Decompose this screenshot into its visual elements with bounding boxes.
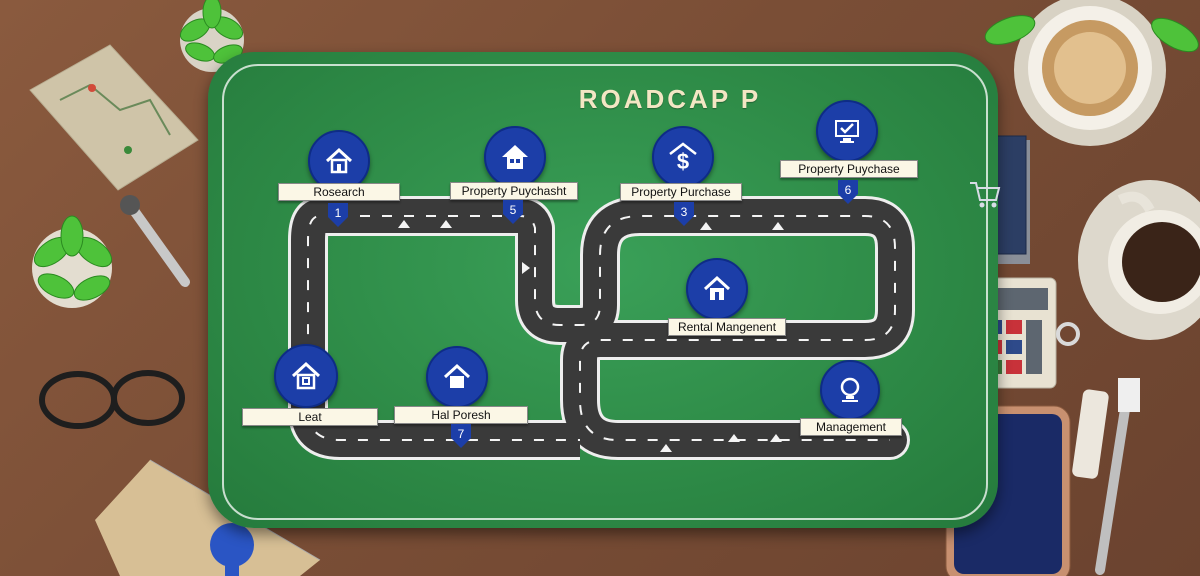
map-card: [29, 44, 199, 191]
svg-text:$: $: [677, 149, 689, 173]
milestone-research-circle[interactable]: [308, 130, 370, 192]
house-icon: [291, 361, 321, 390]
milestone-rental-circle[interactable]: [686, 258, 748, 320]
milestone-purchase-c-label: Property Puychase: [780, 160, 918, 178]
milestone-leat-label: Leat: [242, 408, 378, 426]
coffee-cup-top: [1014, 0, 1166, 146]
milestone-purchase-a-pin: 5: [503, 200, 523, 229]
plant-top-left: [179, 0, 244, 72]
milestone-research-label: Rosearch: [278, 183, 400, 201]
milestone-purchase-a-circle[interactable]: [484, 126, 546, 188]
plant-top-right: [984, 15, 1199, 53]
monitor-check-icon: [835, 120, 859, 143]
coffee-cup-mid: [1078, 180, 1200, 340]
house-icon: [703, 275, 731, 300]
milestone-purchase-b-label: Property Purchase: [620, 183, 742, 201]
milestone-purchase-c-pin: 6: [838, 180, 858, 209]
house-icon: [443, 363, 471, 388]
milestone-management-circle[interactable]: [820, 360, 880, 420]
milestone-hal-circle[interactable]: [426, 346, 488, 408]
milestone-rental-label: Rental Mangenent: [668, 318, 786, 336]
lightbulb-icon: [840, 377, 860, 402]
house-icon: [325, 147, 353, 174]
milestone-hal-label: Hal Poresh: [394, 406, 528, 424]
milestone-purchase-b-pin: 3: [674, 202, 694, 231]
milestone-management-label: Management: [800, 418, 902, 436]
board-title: ROADCAP P: [578, 84, 762, 114]
magnifier: [120, 195, 190, 287]
house-icon: [502, 145, 528, 169]
milestone-purchase-a-label: Property Puychasht: [450, 182, 578, 200]
milestone-hal-pin: 7: [451, 424, 471, 453]
shopping-cart-icon: [970, 182, 1001, 208]
ring: [1056, 322, 1080, 346]
milestone-leat-circle[interactable]: [274, 344, 338, 408]
notebook: [95, 459, 321, 576]
plant-mid-left: [32, 215, 113, 308]
milestone-purchase-c-circle[interactable]: [816, 100, 878, 162]
dollar-house-icon: $: [669, 142, 697, 173]
glasses: [39, 370, 185, 429]
pens-right: [1072, 378, 1140, 575]
milestone-purchase-b-circle[interactable]: $: [652, 126, 714, 188]
milestone-research-pin: 1: [328, 203, 348, 232]
